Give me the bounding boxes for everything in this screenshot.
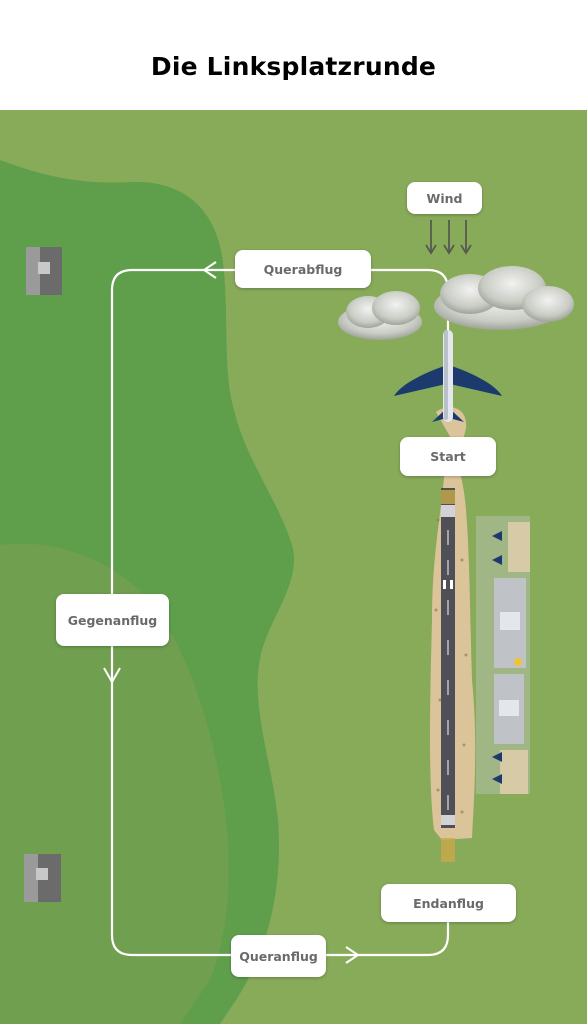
direction-arrow-icon	[103, 667, 121, 685]
direction-arrow-icon	[345, 946, 360, 964]
sand-texture	[434, 518, 468, 814]
start-label: Start	[400, 437, 496, 476]
gegenanflug-label: Gegenanflug	[56, 594, 169, 646]
cloud-icon	[338, 266, 574, 340]
diagram-title: Die Linksplatzrunde	[150, 52, 437, 81]
endanflug-label: Endanflug	[381, 884, 516, 922]
light-grass-patch	[0, 543, 229, 1024]
wind-label: Wind	[407, 182, 482, 214]
airplane-icon	[394, 330, 502, 422]
airfield-scene: Wind Querabflug Start Gegenanflug Endanf…	[0, 110, 587, 1024]
house-icon	[24, 854, 61, 902]
parked-aircraft	[492, 531, 502, 784]
house-icon	[26, 247, 62, 295]
hangar-icon	[494, 522, 530, 794]
wind-arrows-icon	[425, 220, 472, 255]
runway	[441, 488, 455, 862]
querabflug-label: Querabflug	[235, 250, 371, 288]
direction-arrow-icon	[202, 261, 217, 279]
queranflug-label: Queranflug	[231, 935, 326, 977]
